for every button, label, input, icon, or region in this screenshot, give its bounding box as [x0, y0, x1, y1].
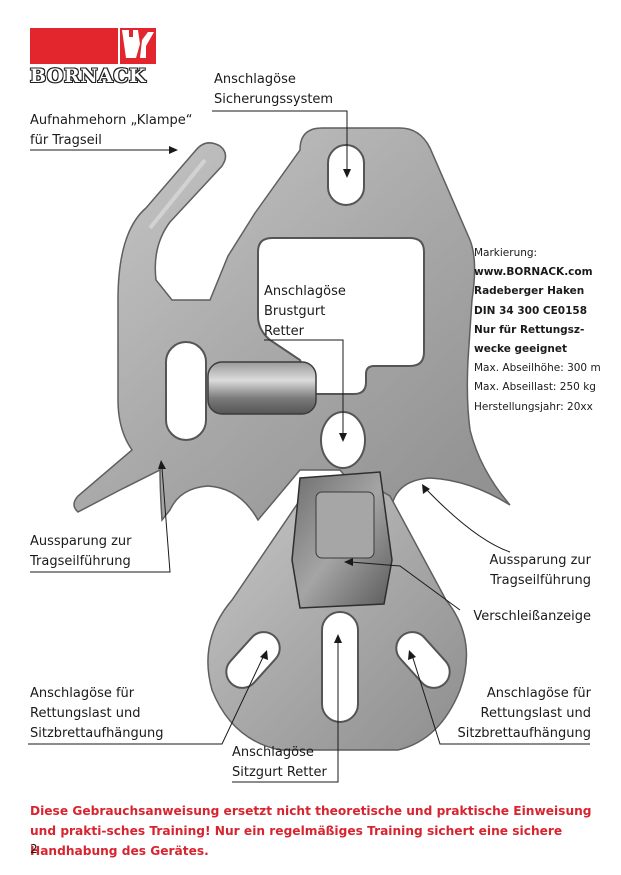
marking-line: DIN 34 300 CE0158 — [474, 304, 588, 317]
label-klampe: Aufnahmehorn „Klampe“ für Tragseil — [30, 113, 193, 148]
safety-warning: Diese Gebrauchsanweisung ersetzt nicht t… — [30, 804, 592, 858]
marking-line: wecke geeignet — [474, 343, 568, 356]
label-verschleissanzeige: Verschleißanzeige — [473, 609, 591, 624]
brand-name: BORNACK — [30, 65, 146, 87]
marking-line: www.BORNACK.com — [474, 266, 593, 279]
label-sitzgurt: Anschlagöse Sitzgurt Retter — [232, 745, 327, 780]
label-aussparung-left: Aussparung zur Tragseilführung — [30, 534, 132, 569]
marking-line: Max. Abseillast: 250 kg — [474, 381, 596, 394]
label-sicherungssystem: Anschlagöse Sicherungssystem — [214, 72, 334, 107]
marking-heading: Markierung: — [474, 247, 538, 259]
label-rettungslast-right: Anschlagöse für Rettungslast und Sitzbre… — [457, 686, 592, 741]
main-window — [257, 237, 425, 395]
page-number: 2 — [30, 842, 38, 856]
label-brustgurt: Anschlagöse Brustgurt Retter — [264, 284, 346, 339]
marking-block: Markierung: www.BORNACK.com Radeberger H… — [474, 244, 601, 417]
leader-lines — [28, 110, 590, 783]
label-rettungslast-left: Anschlagöse für Rettungslast und Sitzbre… — [30, 686, 164, 741]
marking-line: Nur für Rettungsz- — [474, 323, 585, 336]
marking-line: Max. Abseilhöhe: 300 m — [474, 362, 601, 375]
marking-line: Radeberger Haken — [474, 285, 585, 298]
bolt — [207, 361, 317, 415]
bornack-logo — [30, 28, 156, 70]
label-aussparung-right: Aussparung zur Tragseilführung — [489, 553, 591, 588]
logo-mark-icon — [30, 28, 156, 64]
marking-line: Herstellungsjahr: 20xx — [474, 400, 593, 413]
